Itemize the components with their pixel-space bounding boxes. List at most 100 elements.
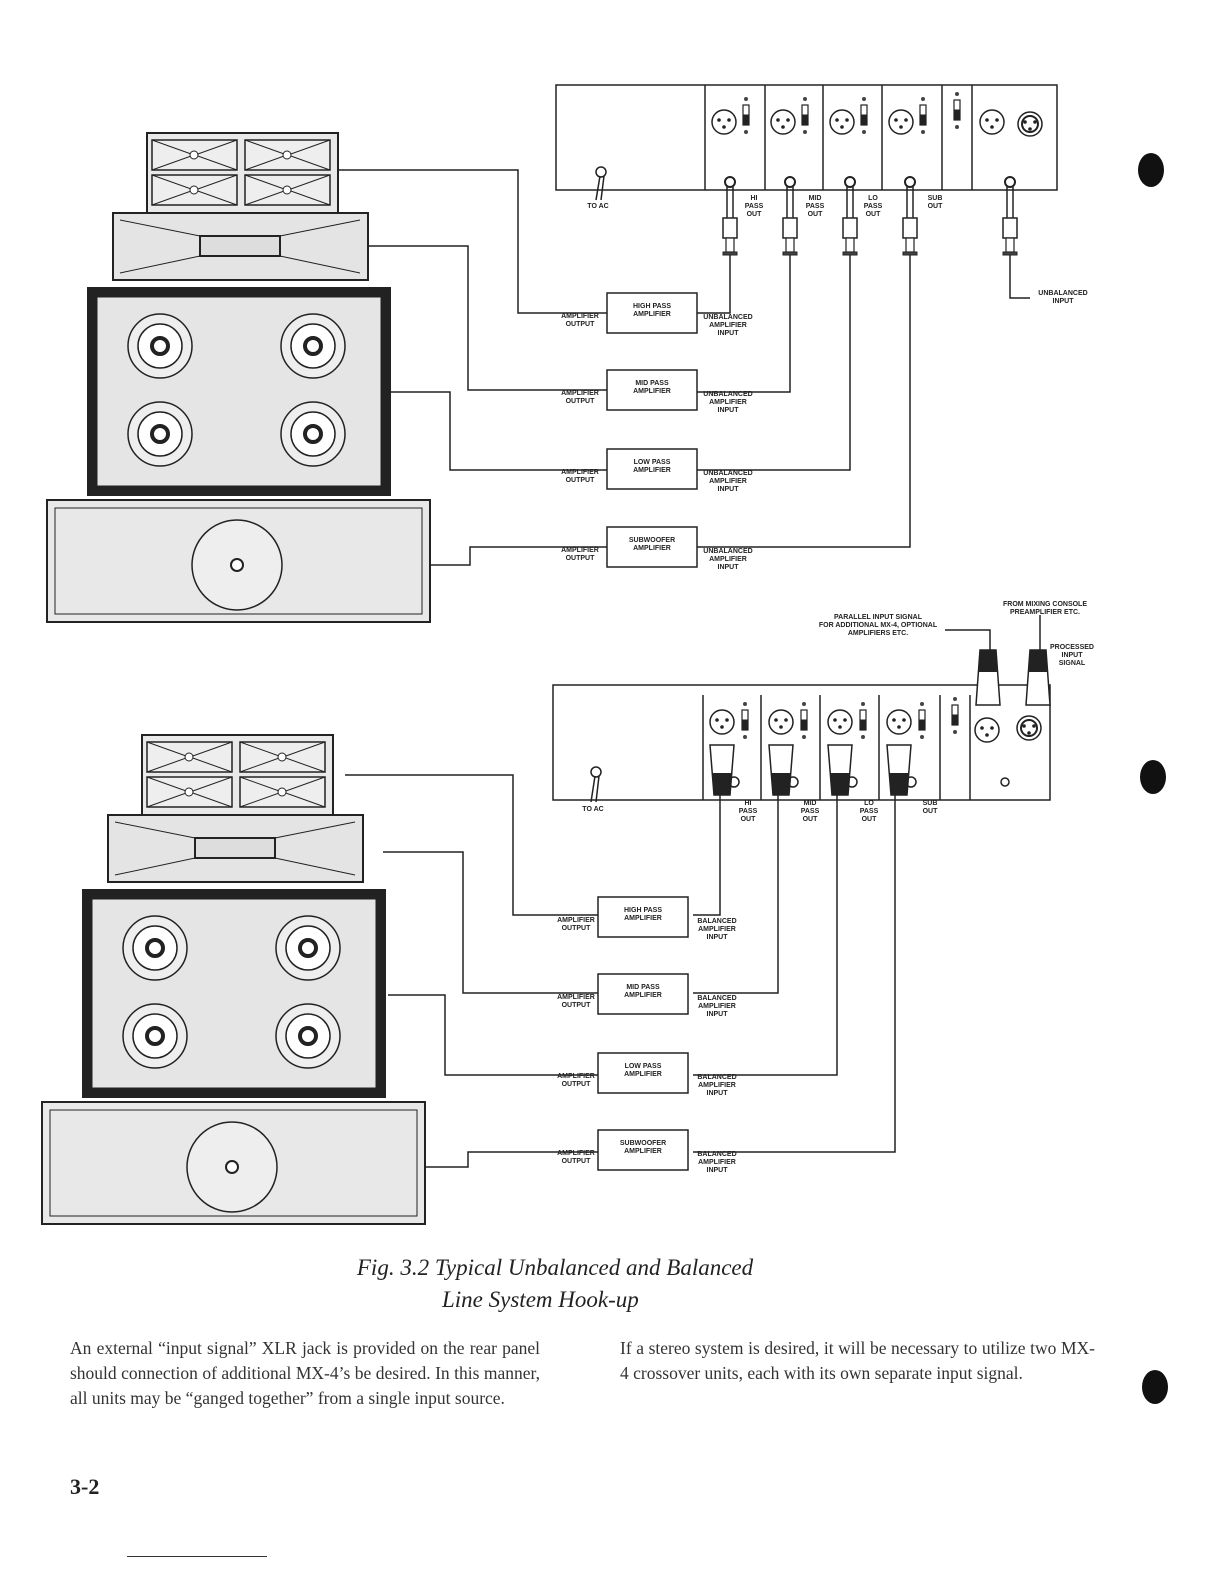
xlr-pin [902, 718, 906, 722]
amplifier-name-line: MID PASS [626, 984, 660, 991]
ac-cord-grommet [595, 166, 607, 178]
xlr-pin [725, 718, 729, 722]
amplifier-input-label-line: UNBALANCED [703, 314, 752, 321]
xlr-jack-icon [768, 709, 794, 735]
horn-throat [277, 752, 287, 762]
toggle-lever [800, 719, 808, 731]
amplifier-name-line: HIGH PASS [624, 907, 662, 914]
cable-line [693, 795, 721, 916]
woofer-dustcap [303, 336, 323, 356]
screw [953, 697, 957, 701]
amplifier-input-label-line: INPUT [718, 330, 740, 337]
amplifier-output-label-line: AMPLIFIER [561, 469, 599, 476]
amplifier-output-label-line: OUTPUT [566, 477, 596, 484]
cable-line [697, 255, 911, 548]
ground-jack-icon [1000, 777, 1010, 787]
amplifier-name-line: AMPLIFIER [624, 915, 662, 922]
output-label-line: OUT [928, 203, 944, 210]
woofer-dustcap [150, 424, 170, 444]
parallel-input-label-line: PARALLEL INPUT SIGNAL [834, 614, 923, 621]
subwoofer-dustcap [230, 558, 244, 572]
amplifier-output-label-line: OUTPUT [566, 398, 596, 405]
amplifier-input-label-line: INPUT [718, 407, 740, 414]
output-label-line: PASS [801, 808, 820, 815]
xlr-pin [1027, 731, 1031, 735]
speaker-cable [383, 851, 598, 994]
parallel-cable [945, 629, 991, 650]
screw [955, 92, 959, 96]
amplifier-input-label-line: AMPLIFIER [709, 478, 747, 485]
toggle-lever [860, 114, 868, 126]
amplifier-input-label-line: BALANCED [697, 995, 736, 1002]
amplifier-name-line: SUBWOOFER [620, 1140, 666, 1147]
amplifier-name-line: AMPLIFIER [633, 311, 671, 318]
parallel-input-label-line: FOR ADDITIONAL MX-4, OPTIONAL [819, 622, 938, 629]
xlr-pin [784, 718, 788, 722]
amplifier-output-label-line: OUTPUT [562, 925, 592, 932]
screw [921, 130, 925, 134]
horn-throat [189, 150, 199, 160]
amplifier-name-line: HIGH PASS [633, 303, 671, 310]
amplifier-input-label-line: INPUT [707, 934, 729, 941]
source-label-line: PREAMPLIFIER ETC. [1010, 609, 1080, 616]
amplifier-output-label-line: AMPLIFIER [561, 547, 599, 554]
amplifier-input-label-line: BALANCED [697, 918, 736, 925]
xlr-plug-latch [846, 776, 858, 788]
phone-jack-icon [1004, 176, 1016, 188]
toggle-lever [859, 719, 867, 731]
cable-line [693, 795, 779, 994]
amplifier-name-line: AMPLIFIER [624, 1071, 662, 1078]
to-ac-label-b: TO AC [582, 806, 603, 813]
to-ac-label-line: TO AC [587, 203, 608, 210]
woofer-dustcap [145, 938, 165, 958]
amplifier-name-line: AMPLIFIER [633, 467, 671, 474]
ac-cord [595, 175, 601, 201]
screw [862, 97, 866, 101]
to-ac-label-b-line: TO AC [582, 806, 603, 813]
screw [861, 735, 865, 739]
amplifier-box [606, 369, 698, 411]
amplifier-output-label-line: AMPLIFIER [557, 994, 595, 1001]
horn-throat [184, 787, 194, 797]
xlr-jack-icon [711, 109, 737, 135]
xlr-pin [892, 718, 896, 722]
phone-plug-base [722, 251, 738, 256]
amplifier-input-label-line: INPUT [707, 1011, 729, 1018]
xlr-plug-latch [728, 776, 740, 788]
mid-horn-driver [199, 235, 281, 257]
xlr-jack-icon [827, 709, 853, 735]
phone-jack-icon [724, 176, 736, 188]
screw [743, 735, 747, 739]
subwoofer-dustcap [225, 1160, 239, 1174]
output-label-line: SUB [928, 195, 943, 202]
crossover-rear-panel [555, 84, 1058, 191]
xlr-plug-grip [1029, 650, 1047, 672]
amplifier-name-line: AMPLIFIER [633, 388, 671, 395]
phone-plug-icon [1002, 217, 1018, 239]
amplifier-input-label-line: UNBALANCED [703, 548, 752, 555]
amplifier-box [597, 973, 689, 1015]
phone-plug-base [1002, 251, 1018, 256]
output-label-line: MID [804, 800, 817, 807]
xlr-pin [1023, 120, 1027, 124]
xlr-plug-grip [771, 773, 791, 795]
xlr-jack-icon [974, 717, 1000, 743]
amplifier-name-line: AMPLIFIER [624, 992, 662, 999]
xlr-pin [717, 118, 721, 122]
phone-plug-tip [725, 237, 735, 253]
xlr-pin [894, 118, 898, 122]
amplifier-output-label-line: OUTPUT [562, 1002, 592, 1009]
subwoofer-baffle [54, 507, 423, 615]
xlr-jack-icon [770, 109, 796, 135]
xlr-pin [990, 125, 994, 129]
amplifier-input-label-line: UNBALANCED [703, 470, 752, 477]
